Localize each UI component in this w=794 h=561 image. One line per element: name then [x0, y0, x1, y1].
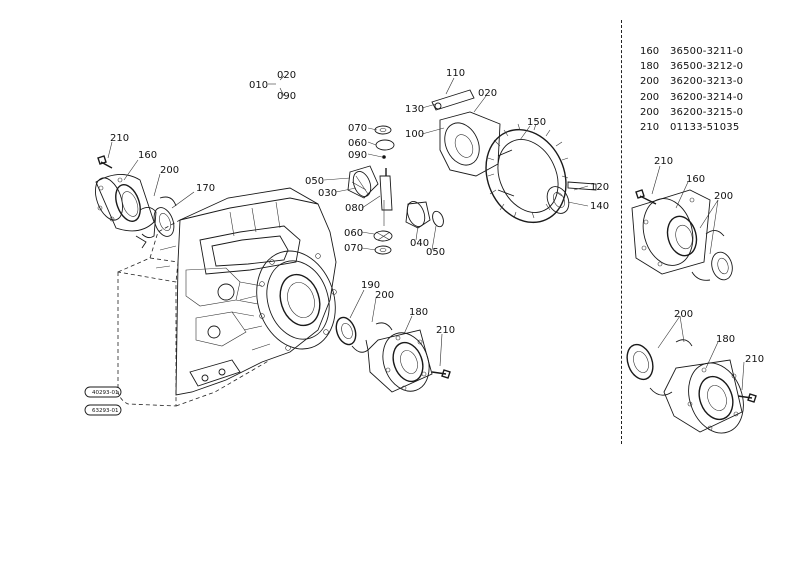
panel-divider — [621, 20, 622, 444]
parts-row: 210 01133-51035 — [640, 120, 780, 135]
callout-140: 140 — [590, 201, 609, 212]
callout-010: 010 — [249, 80, 268, 91]
callout-190: 190 — [361, 280, 380, 291]
part-ref-no: 160 — [640, 46, 660, 57]
part-number: 36500-3211-0 — [670, 46, 744, 57]
callout-020: 020 — [277, 70, 296, 81]
part-number: 36200-3213-0 — [670, 76, 744, 88]
callout-180: 180 — [409, 307, 428, 318]
callout-labels: 010 020 090 110 130 020 100 150 070 060 … — [110, 68, 764, 365]
part-number: 01133-51035 — [670, 121, 740, 133]
callout-060: 060 — [344, 228, 363, 239]
callout-080: 080 — [345, 203, 364, 214]
callout-160: 160 — [138, 150, 157, 161]
callout-200: 200 — [160, 165, 179, 176]
differential-pinion-cluster — [347, 125, 444, 255]
parts-list-table: 160 36500-3211-0 180 36500-3212-0 200 36… — [640, 44, 780, 135]
part-ref-no: 200 — [640, 106, 660, 118]
callout-110: 110 — [446, 68, 465, 79]
callout-070: 070 — [344, 243, 363, 254]
callout-100: 100 — [405, 129, 424, 140]
callout-210: 210 — [110, 133, 129, 144]
serial-ref-2: 63293-01 — [92, 408, 118, 414]
callout-040: 040 — [410, 238, 429, 249]
callout-210: 210 — [654, 156, 673, 167]
parts-row: 200 36200-3213-0 — [640, 74, 780, 89]
callout-200: 200 — [674, 309, 693, 320]
leader-lines — [107, 75, 745, 391]
callout-130: 130 — [405, 104, 424, 115]
parts-row: 200 36200-3215-0 — [640, 105, 780, 120]
callout-160: 160 — [686, 174, 705, 185]
part-ref-no: 200 — [640, 91, 660, 103]
callout-200: 200 — [714, 191, 733, 202]
callout-030: 030 — [318, 188, 337, 199]
left-cover-assembly — [94, 155, 177, 249]
callout-050: 050 — [305, 176, 324, 187]
part-number: 36200-3215-0 — [670, 106, 744, 118]
serial-ref-1: 40293-01 — [92, 390, 118, 396]
callout-180: 180 — [716, 334, 735, 345]
callout-170: 170 — [196, 183, 215, 194]
callout-150: 150 — [527, 117, 546, 128]
part-ref-no: 210 — [640, 121, 660, 133]
detail-view-lower — [626, 339, 757, 434]
callout-210: 210 — [745, 354, 764, 365]
callout-070: 070 — [348, 123, 367, 134]
parts-row: 200 36200-3214-0 — [640, 90, 780, 105]
differential-ring-gear — [431, 89, 597, 224]
callout-200: 200 — [375, 290, 394, 301]
transmission-case — [117, 187, 337, 407]
part-ref-no: 200 — [640, 76, 660, 88]
callout-020: 020 — [478, 88, 497, 99]
callout-090: 090 — [277, 91, 296, 102]
callout-060: 060 — [348, 138, 367, 149]
callout-120: 120 — [590, 182, 609, 193]
right-flange-assembly — [335, 316, 451, 393]
parts-row: 180 36500-3212-0 — [640, 59, 780, 74]
callout-210: 210 — [436, 325, 455, 336]
parts-row: 160 36500-3211-0 — [640, 44, 780, 59]
serial-reference-badges: 40293-01 63293-01 — [84, 386, 122, 416]
part-ref-no: 180 — [640, 61, 660, 73]
part-number: 36200-3214-0 — [670, 91, 744, 103]
callout-090: 090 — [348, 150, 367, 161]
callout-050: 050 — [426, 247, 445, 258]
detail-view-upper — [631, 189, 733, 281]
part-number: 36500-3212-0 — [670, 61, 744, 73]
